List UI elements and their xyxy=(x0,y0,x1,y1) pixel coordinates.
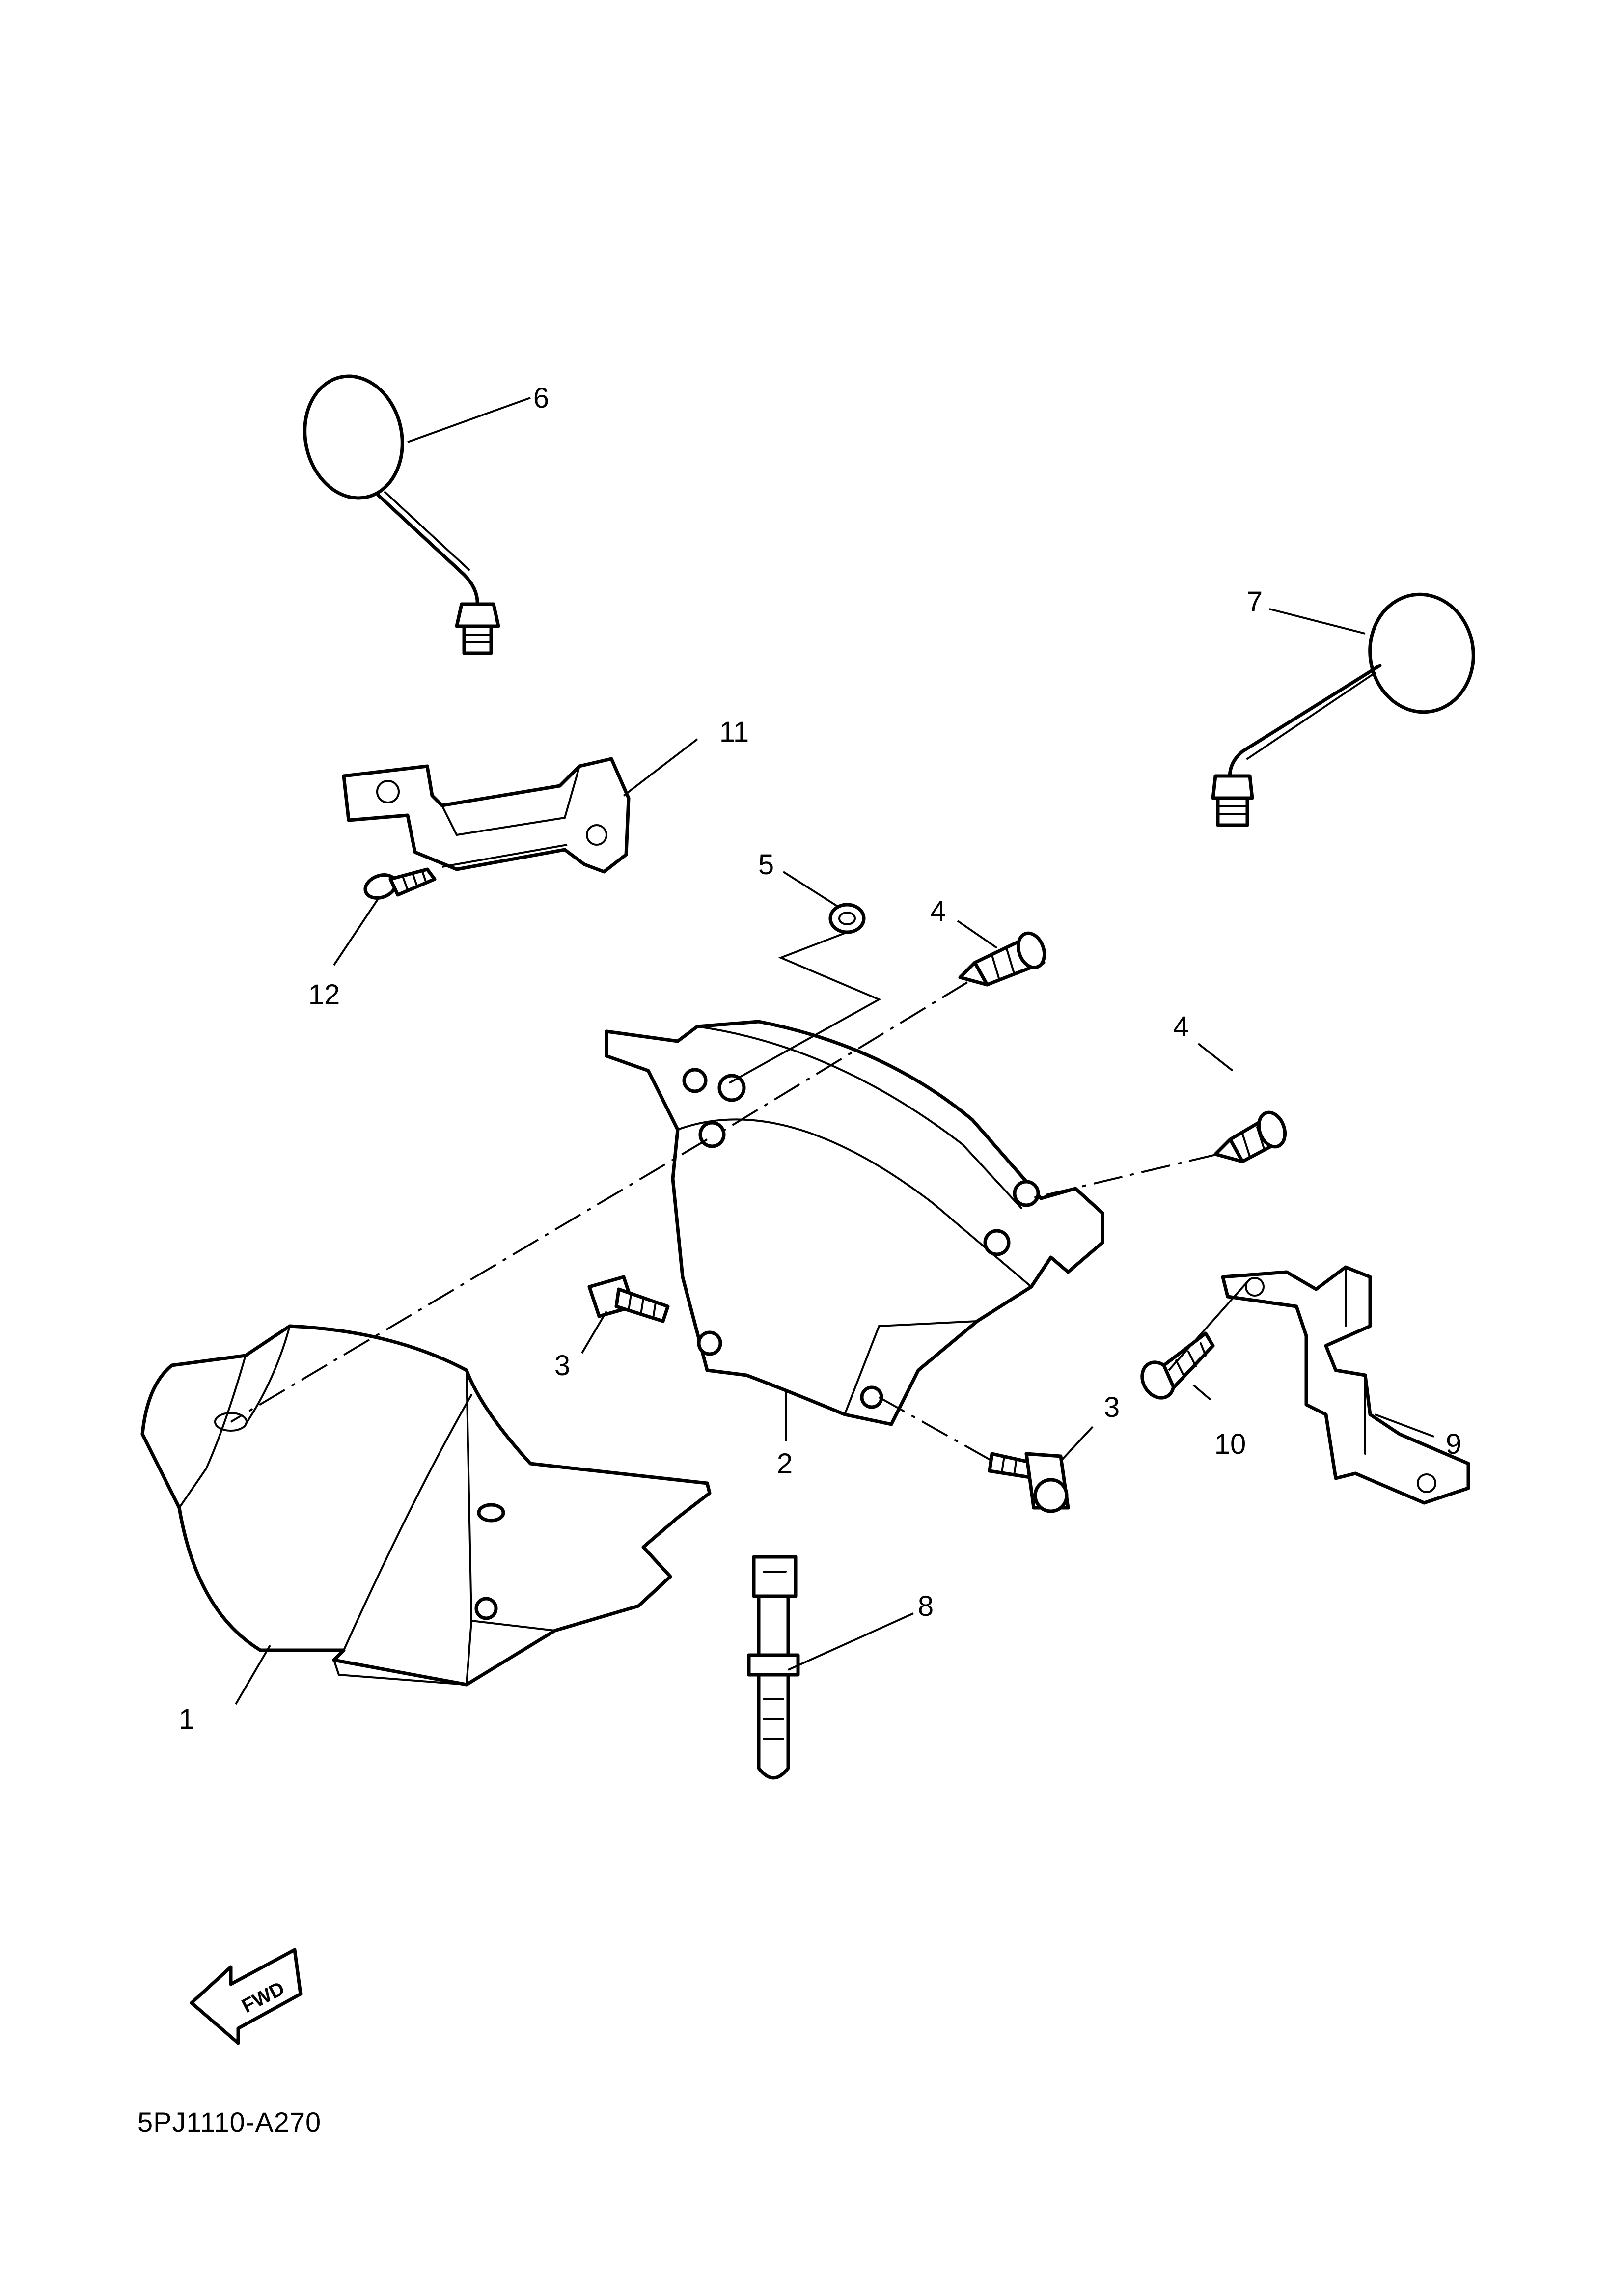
callout-7: 7 xyxy=(1247,586,1263,618)
assembly-lines xyxy=(230,844,1248,1465)
callout-3-lower: 3 xyxy=(1104,1391,1120,1423)
inner-cover-part-2 xyxy=(605,1020,1104,1426)
callout-11: 11 xyxy=(719,716,749,748)
bracket-part-9 xyxy=(1221,1265,1470,1505)
bolt-part-3-lower xyxy=(988,1452,1070,1513)
cable-tie-part-8 xyxy=(747,1555,800,1780)
callout-4-upper: 4 xyxy=(930,895,946,927)
callout-5: 5 xyxy=(758,849,774,881)
nut-part-5 xyxy=(828,903,866,934)
left-mirror xyxy=(303,374,500,655)
callout-10: 10 xyxy=(1214,1428,1246,1460)
right-mirror xyxy=(1211,592,1475,827)
callout-6: 6 xyxy=(533,382,549,414)
bolt-part-4-lower xyxy=(1213,1110,1287,1163)
screw-part-12 xyxy=(363,867,437,900)
fwd-direction-arrow: FWD xyxy=(190,1948,303,2045)
callout-9: 9 xyxy=(1446,1428,1461,1460)
screw-part-10 xyxy=(1140,1331,1215,1400)
bolt-part-4-upper xyxy=(958,931,1046,987)
callout-8: 8 xyxy=(918,1590,934,1622)
callout-leaders xyxy=(235,397,1434,1705)
callout-4-lower: 4 xyxy=(1173,1011,1189,1043)
front-cover-part-1 xyxy=(140,1324,712,1687)
drawing-code: 5PJ1110-A270 xyxy=(138,2106,321,2137)
bolt-part-3-upper xyxy=(587,1275,670,1323)
callout-numbers: 1 2 3 3 4 4 5 6 7 8 9 10 11 12 xyxy=(179,382,1461,1735)
callout-2: 2 xyxy=(777,1448,793,1480)
callout-12: 12 xyxy=(308,979,340,1011)
callout-3-upper: 3 xyxy=(554,1350,570,1382)
callout-1: 1 xyxy=(179,1703,194,1735)
bracket-part-11 xyxy=(342,757,631,874)
